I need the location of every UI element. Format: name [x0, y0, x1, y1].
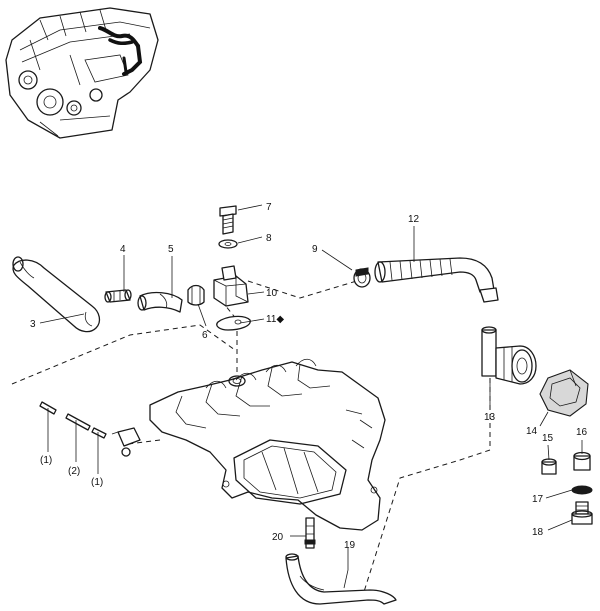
- part-16-nut: [573, 451, 591, 471]
- part-15-nut: [541, 458, 557, 475]
- part-10-valve: [213, 265, 249, 307]
- part-18-bolt: [571, 501, 593, 525]
- callout-18: 18: [532, 527, 544, 538]
- part-11-gasket: [216, 315, 251, 331]
- part-19-lower-hose: [285, 553, 397, 605]
- callout-plug-2: (2): [68, 466, 80, 477]
- callout-plug-1-right: (1): [91, 477, 103, 488]
- callout-11: 11◆: [266, 314, 284, 325]
- part-14-housing: [539, 369, 589, 417]
- callout-16: 16: [576, 427, 588, 438]
- engine-locator-thumbnail: [5, 7, 159, 139]
- intake-manifold: [149, 358, 386, 531]
- part-5-short-hose: [137, 291, 183, 313]
- callout-9: 9: [312, 244, 318, 255]
- part-7-bolt: [219, 205, 237, 235]
- callout-5: 5: [168, 244, 174, 255]
- callout-labels: 7 8 12 4 5 9 10 11◆ 3 6 13 14 15 16 17 1…: [30, 202, 588, 551]
- callout-6: 6: [202, 330, 208, 341]
- part-8-washer: [218, 239, 238, 249]
- sensor-fitting: [111, 427, 141, 457]
- callout-14: 14: [526, 426, 538, 437]
- callout-15: 15: [542, 433, 554, 444]
- part-9-hose-clamp: [353, 267, 371, 288]
- part-20-nipple: [304, 517, 316, 549]
- callout-8: 8: [266, 233, 272, 244]
- callout-3: 3: [30, 319, 36, 330]
- callout-10: 10: [266, 288, 278, 299]
- callout-17: 17: [532, 494, 544, 505]
- part-3-breather-hose: [12, 256, 101, 333]
- part-13-t-fitting: [481, 326, 537, 385]
- callout-13: 13: [484, 412, 496, 423]
- assembly-dashed-lines: [11, 279, 491, 599]
- callout-19: 19: [344, 540, 356, 551]
- callout-12: 12: [408, 214, 420, 225]
- callout-7: 7: [266, 202, 272, 213]
- callout-plug-1-left: (1): [40, 455, 52, 466]
- leader-lines: [39, 204, 583, 589]
- part-6-clamp: [187, 284, 205, 306]
- callout-20: 20: [272, 532, 284, 543]
- part-1-2-plugs: [39, 401, 107, 439]
- part-4-connector: [104, 289, 132, 303]
- part-17-washer: [571, 485, 593, 495]
- part-12-corrugated-hose: [374, 257, 499, 303]
- callout-4: 4: [120, 244, 126, 255]
